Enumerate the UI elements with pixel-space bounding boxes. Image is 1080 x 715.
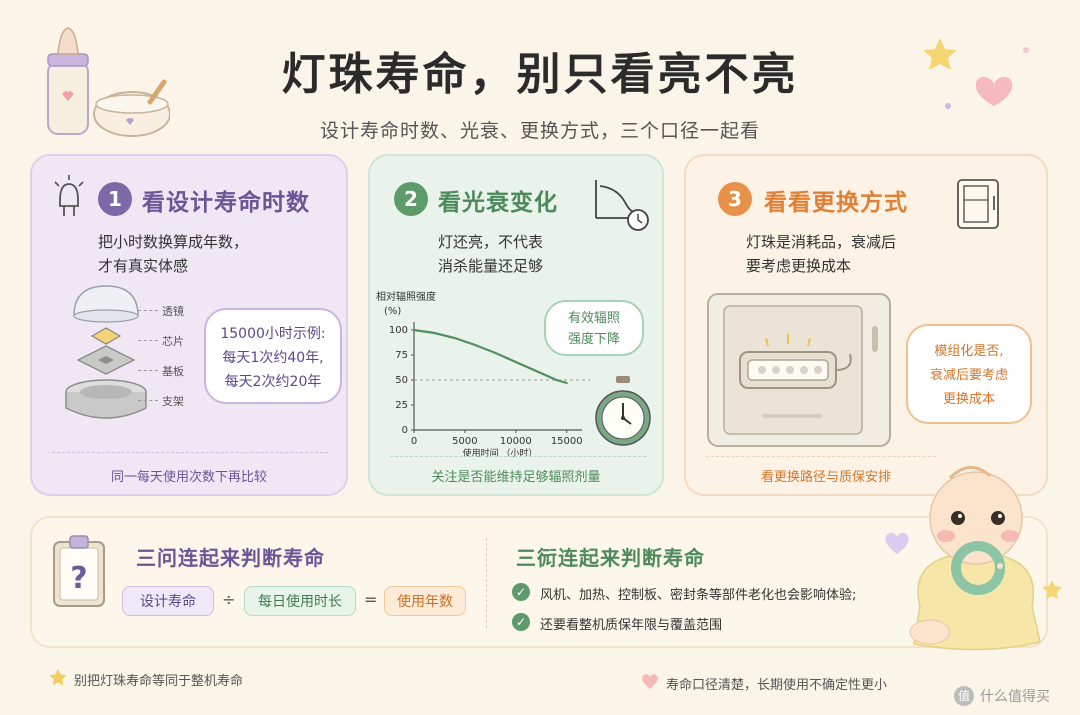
bubble-line: 模组化是否, bbox=[934, 344, 1004, 359]
bubble-line: 更换成本 bbox=[942, 392, 995, 407]
chart-y-tick-label: 0 bbox=[402, 425, 408, 436]
decay-chart-clock-icon bbox=[595, 180, 649, 231]
sterilizer-cabinet-illustration bbox=[707, 293, 891, 447]
layer-label: 透镜 bbox=[162, 305, 184, 318]
panel-replacement: 3 看看更换方式 灯珠是消耗品，衰减后 要考虑更换成本 模组化是否, bbox=[684, 154, 1048, 496]
chart-ylabel: 相对辐照强度 bbox=[376, 290, 436, 303]
panel-title: 看看更换方式 bbox=[764, 190, 908, 216]
check-icon: ✓ bbox=[512, 583, 530, 601]
summary-item: 风机、加热、控制板、密封条等部件老化也会影响体验; bbox=[540, 588, 857, 603]
summary-left-title: 三问连起来判断寿命 bbox=[136, 546, 325, 570]
formula-term-design-life: 设计寿命 bbox=[122, 586, 214, 616]
star-icon bbox=[49, 669, 67, 686]
panel-title: 看光衰变化 bbox=[438, 190, 558, 216]
chart-y-tick-label: 100 bbox=[389, 325, 408, 336]
page-title: 灯珠寿命，别只看亮不亮 bbox=[281, 49, 799, 100]
formula-divide: ÷ bbox=[222, 590, 236, 609]
panel-desc-line2: 消杀能量还足够 bbox=[438, 257, 544, 275]
check-icon: ✓ bbox=[512, 613, 530, 631]
bubble-line: 15000小时示例: bbox=[220, 326, 326, 342]
layer-label: 芯片 bbox=[162, 335, 184, 348]
replacement-bubble: 模组化是否, 衰减后要考虑 更换成本 bbox=[906, 324, 1032, 424]
led-exploded-illustration bbox=[65, 285, 147, 419]
baby-bottle-icon bbox=[47, 27, 170, 137]
panel-light-decay: 2 看光衰变化 灯还亮，不代表 消杀能量还足够 相对辐照强度 (%) 0 25 50… bbox=[368, 154, 664, 496]
formula-equals: = bbox=[364, 590, 378, 609]
layer-label: 支架 bbox=[162, 395, 184, 408]
panel-desc-line1: 灯还亮，不代表 bbox=[438, 233, 544, 251]
svg-text:?: ? bbox=[70, 561, 87, 596]
formula-term-daily-usage: 每日使用时长 bbox=[244, 586, 356, 616]
chart-ylabel-unit: (%) bbox=[384, 306, 401, 317]
layer-label: 基板 bbox=[162, 365, 184, 378]
panel-desc-line2: 要考虑更换成本 bbox=[746, 257, 852, 275]
cabinet-icon bbox=[957, 179, 999, 229]
clipboard-question-icon: ? bbox=[53, 535, 105, 607]
chart-y-tick-label: 75 bbox=[395, 350, 408, 361]
bubble-line: 每天1次约40年, bbox=[222, 350, 324, 366]
star-icon bbox=[1042, 580, 1062, 599]
summary-item: 还要看整机质保年限与覆盖范围 bbox=[540, 618, 723, 633]
panel-title: 看设计寿命时数 bbox=[142, 190, 310, 216]
panel-desc-line1: 灯珠是消耗品，衰减后 bbox=[746, 233, 897, 251]
formula-term-years: 使用年数 bbox=[384, 586, 466, 616]
star-heart-decoration-icon bbox=[923, 38, 1029, 109]
panel-desc-line2: 才有真实体感 bbox=[98, 257, 189, 275]
chart-xlabel: 使用时间 （小时） bbox=[463, 447, 538, 459]
bubble-line: 每天2次约20年 bbox=[224, 374, 322, 390]
chart-series-line bbox=[412, 328, 568, 385]
bubble-line: 衰减后要考虑 bbox=[929, 368, 1008, 383]
panel-footer: 同一每天使用次数下再比较 bbox=[110, 470, 267, 485]
example-bubble: 15000小时示例: 每天1次约40年, 每天2次约20年 bbox=[204, 308, 342, 404]
summary-panel: ? 三问连起来判断寿命 设计寿命 ÷ 每日使用时长 = 使用年数 三衏连起来判断… bbox=[30, 516, 1048, 648]
footer-left-note: 别把灯珠寿命等同于整机寿命 bbox=[74, 674, 244, 689]
baby-illustration bbox=[909, 466, 1041, 651]
panel-desc-line1: 把小时数换算成年数， bbox=[98, 233, 249, 251]
heart-icon bbox=[885, 532, 909, 554]
watermark-text: 什么值得买 bbox=[980, 689, 1050, 705]
chart-x-tick-label: 10000 bbox=[500, 436, 532, 447]
chart-x-tick-label: 0 bbox=[411, 436, 417, 447]
bulb-icon bbox=[54, 175, 84, 216]
chart-x-tick-label: 15000 bbox=[551, 436, 583, 447]
watermark-logo-icon: 值 bbox=[954, 686, 974, 706]
summary-right-title: 三衏连起来判断寿命 bbox=[516, 546, 705, 570]
heart-icon bbox=[642, 674, 658, 689]
stopwatch-icon bbox=[595, 376, 651, 446]
step-number-badge: 2 bbox=[394, 182, 428, 216]
panel-design-lifetime: 1 看设计寿命时数 把小时数换算成年数， 才有真实体感 透镜 芯片 基板 支架 … bbox=[30, 154, 348, 496]
step-number-badge: 1 bbox=[98, 182, 132, 216]
decay-line-chart: 相对辐照强度 (%) 0 25 50 75 100 0 5000 10000 15000 使用时… bbox=[376, 290, 590, 459]
chart-y-tick-label: 25 bbox=[395, 400, 408, 411]
chart-x-tick-label: 5000 bbox=[452, 436, 477, 447]
footer-right-note: 寿命口径清楚，长期使用不确定性更小 bbox=[666, 678, 888, 693]
decay-bubble: 有效辐照 强度下降 bbox=[544, 300, 644, 356]
page-subtitle: 设计寿命时数、光衰、更换方式，三个口径一起看 bbox=[319, 120, 760, 142]
step-number-badge: 3 bbox=[718, 182, 752, 216]
bubble-line: 强度下降 bbox=[567, 332, 620, 347]
panel-footer: 看更换路径与质保安排 bbox=[760, 470, 891, 485]
panel-footer: 关注是否能维持足够辐照剂量 bbox=[431, 470, 601, 485]
bubble-line: 有效辐照 bbox=[567, 311, 620, 326]
chart-y-tick-label: 50 bbox=[395, 375, 408, 386]
